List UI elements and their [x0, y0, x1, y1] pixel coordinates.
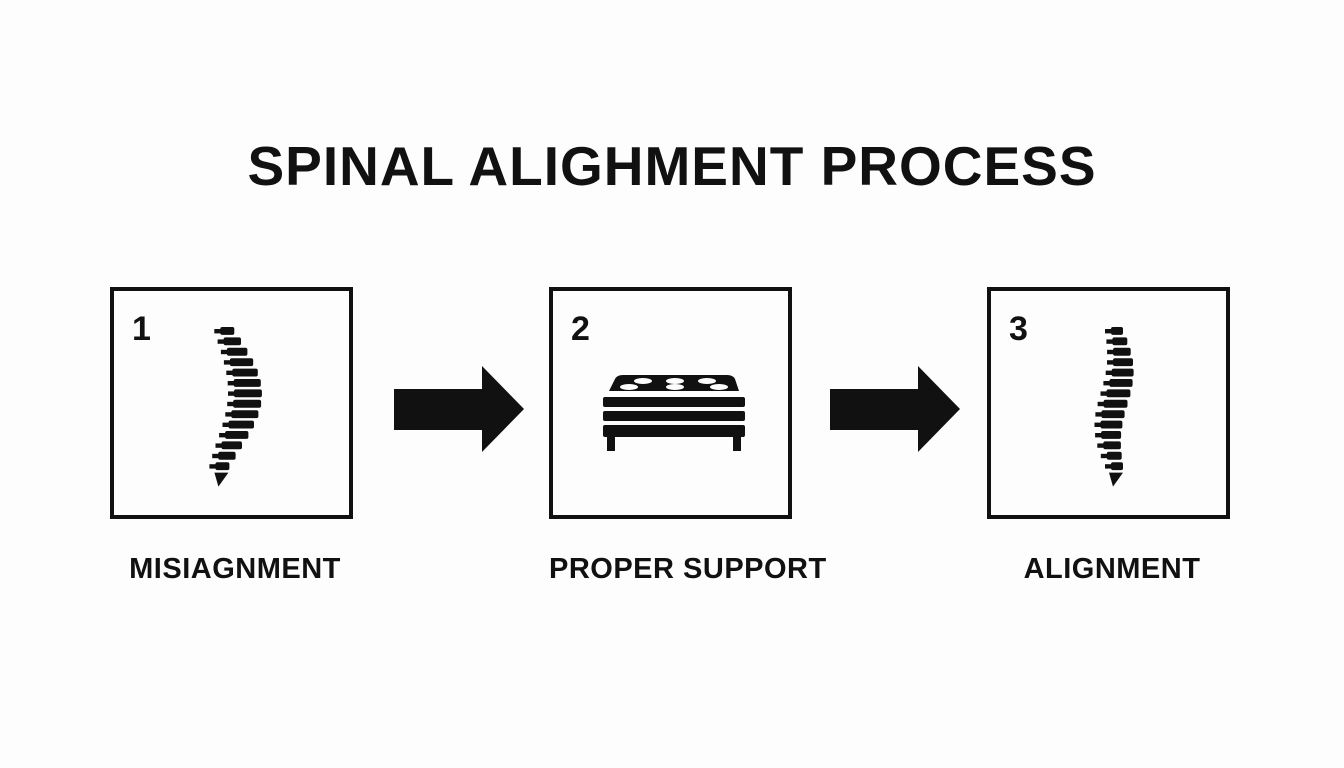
step-3-number: 3 — [1009, 310, 1028, 348]
step-1-number: 1 — [132, 310, 151, 348]
right-arrow-icon — [830, 366, 960, 452]
step-3-box: 3 — [987, 287, 1230, 519]
right-arrow-icon — [394, 366, 524, 452]
diagram-title: SPINAL ALIGHMENT PROCESS — [247, 135, 1097, 197]
mattress-icon — [603, 375, 745, 451]
step-2-label: PROPER SUPPORT — [549, 553, 827, 585]
curved-spine-icon — [209, 327, 262, 487]
step-2-number: 2 — [571, 310, 590, 348]
step-1-label: MISIAGNMENT — [129, 553, 341, 585]
straight-spine-icon — [1094, 327, 1134, 487]
step-1-box: 1 — [110, 287, 353, 519]
step-3-label: ALIGNMENT — [1023, 553, 1201, 585]
step-2-box: 2 — [549, 287, 792, 519]
